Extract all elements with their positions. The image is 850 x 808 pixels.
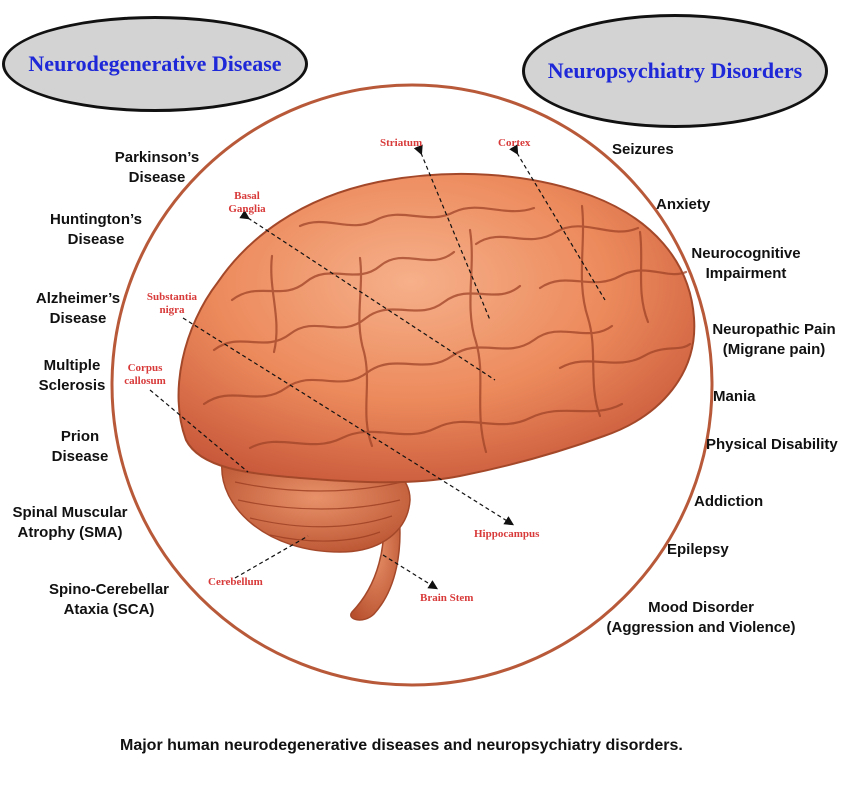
part-label-line: Corpus xyxy=(127,362,163,374)
disorder-label-line: Mood Disorder xyxy=(648,599,754,616)
disease-label-line: Spinal Muscular xyxy=(12,504,128,521)
brain-gyri xyxy=(202,204,692,454)
disorder-label-line: (Aggression and Violence) xyxy=(606,619,796,636)
part-label-line: Ganglia xyxy=(228,203,266,215)
neurodegenerative-header-oval: Neurodegenerative Disease xyxy=(2,16,308,112)
part-label-basal-ganglia: Basal Ganglia xyxy=(222,190,272,216)
part-label-substantia-nigra: Substantia nigra xyxy=(140,291,204,317)
disorder-label-line: Physical Disability xyxy=(706,436,838,453)
disease-label-line: Disease xyxy=(51,448,109,465)
disease-label-alzheimers: Alzheimer’s Disease xyxy=(18,289,138,329)
disorder-label-line: Neurocognitive xyxy=(691,245,801,262)
part-label-cortex: Cortex xyxy=(498,137,531,149)
disorder-label-line: Neuropathic Pain xyxy=(712,321,836,338)
part-label-line: Basal xyxy=(234,190,260,202)
disease-label-multiple-sclerosis: Multiple Sclerosis xyxy=(22,356,122,396)
pointer-lines xyxy=(149,144,606,590)
disease-label-huntingtons: Huntington’s Disease xyxy=(36,210,156,250)
disease-label-line: Disease xyxy=(128,169,186,186)
part-label-brain-stem: Brain Stem xyxy=(420,592,474,604)
disease-label-line: Ataxia (SCA) xyxy=(63,601,155,618)
disorder-label-physical-disability: Physical Disability xyxy=(706,435,838,455)
disorder-label-line: Mania xyxy=(713,388,756,405)
part-label-line: callosum xyxy=(124,375,166,387)
disease-label-line: Parkinson’s xyxy=(114,149,200,166)
diagram-circle xyxy=(110,83,714,687)
disorder-label-mania: Mania xyxy=(713,387,756,407)
cerebrum-shape xyxy=(177,172,696,484)
disease-label-line: Huntington’s xyxy=(50,211,142,228)
disorder-label-line: Addiction xyxy=(694,493,764,510)
part-label-cerebellum: Cerebellum xyxy=(208,576,263,588)
disease-label-sca: Spino-Cerebellar Ataxia (SCA) xyxy=(34,580,184,620)
disease-label-line: Sclerosis xyxy=(38,377,106,394)
disorder-label-line: Anxiety xyxy=(656,196,711,213)
disorder-label-anxiety: Anxiety xyxy=(656,195,710,215)
disease-label-parkinsons: Parkinson’s Disease xyxy=(92,148,222,188)
disorder-label-neuropathic-pain: Neuropathic Pain (Migrane pain) xyxy=(700,320,848,360)
disease-label-line: Multiple xyxy=(43,357,101,374)
disease-label-prion: Prion Disease xyxy=(30,427,130,467)
part-label-corpus-callosum: Corpus callosum xyxy=(116,362,174,388)
disease-label-line: Disease xyxy=(49,310,107,327)
figure-caption: Major human neurodegenerative diseases a… xyxy=(120,737,683,754)
neuropsychiatry-header-oval: Neuropsychiatry Disorders xyxy=(522,14,828,128)
disease-label-line: Spino-Cerebellar xyxy=(48,581,170,598)
disorder-label-line: Seizures xyxy=(612,141,674,158)
neuropsychiatry-header: Neuropsychiatry Disorders xyxy=(547,58,803,83)
disorder-label-neurocognitive: Neurocognitive Impairment xyxy=(680,244,812,284)
part-label-hippocampus: Hippocampus xyxy=(474,528,540,540)
disease-label-line: Prion xyxy=(60,428,100,445)
disease-label-line: Alzheimer’s xyxy=(35,290,121,307)
brain-illustration xyxy=(177,172,696,621)
disorder-label-seizures: Seizures xyxy=(612,140,674,160)
part-label-striatum: Striatum xyxy=(380,137,423,149)
neurodegenerative-header: Neurodegenerative Disease xyxy=(28,51,282,76)
disease-label-sma: Spinal Muscular Atrophy (SMA) xyxy=(0,503,140,543)
disorder-label-addiction: Addiction xyxy=(694,492,763,512)
disorder-label-line: Epilepsy xyxy=(667,541,729,558)
disorder-label-line: Impairment xyxy=(705,265,787,282)
disorder-label-epilepsy: Epilepsy xyxy=(667,540,729,560)
part-label-line: nigra xyxy=(159,304,185,316)
disorder-label-line: (Migrane pain) xyxy=(722,341,826,358)
disorder-label-mood-disorder: Mood Disorder (Aggression and Violence) xyxy=(596,598,806,638)
disease-label-line: Atrophy (SMA) xyxy=(17,524,123,541)
part-label-line: Substantia xyxy=(146,291,198,303)
disease-label-line: Disease xyxy=(67,231,125,248)
